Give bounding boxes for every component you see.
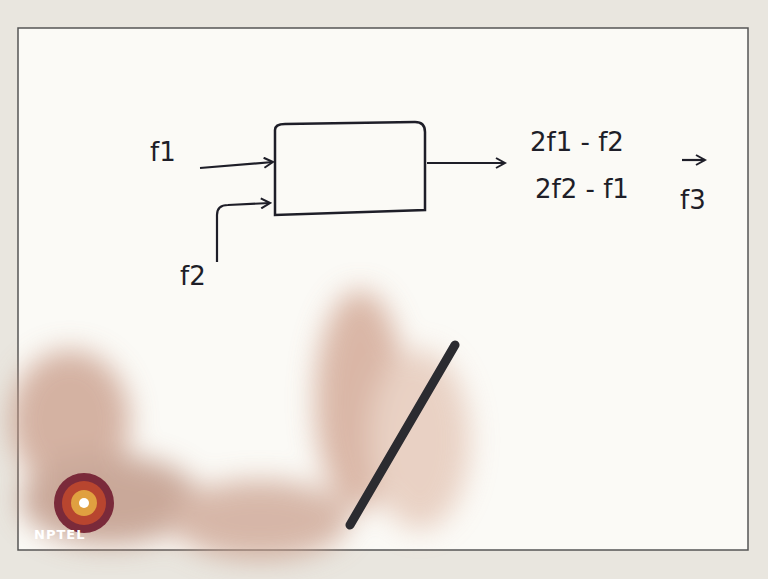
output-arrow: [427, 162, 505, 164]
signal-label: f3: [680, 186, 706, 215]
pen: [350, 345, 455, 525]
hands: [10, 290, 470, 560]
output-label: 2f2 - f1: [535, 175, 629, 204]
output-arrow: [682, 159, 705, 161]
nptel-logo: [54, 473, 114, 533]
signal-label: f1: [150, 138, 176, 167]
input-arrow: [200, 162, 273, 168]
system-box: [275, 122, 425, 215]
logo-text: NPTEL: [34, 528, 85, 542]
input-arrow: [217, 203, 270, 262]
output-label: 2f1 - f2: [530, 128, 624, 157]
paper-sheet: [18, 28, 748, 550]
signal-label: f2: [180, 262, 206, 291]
